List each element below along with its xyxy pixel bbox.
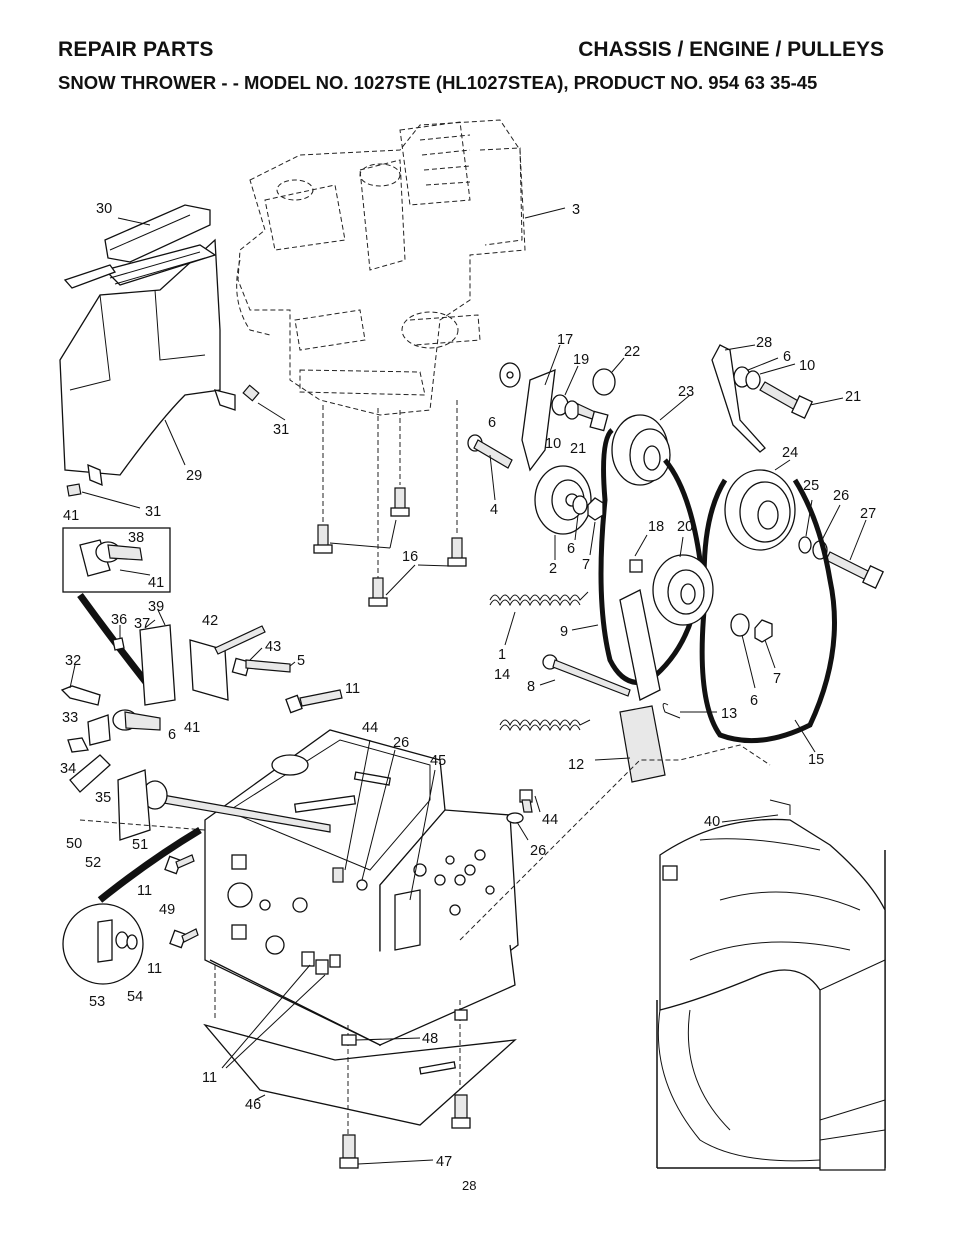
callout-6-left: 6 [488,415,496,431]
callout-8: 8 [527,679,535,695]
callout-26-right: 26 [530,843,546,859]
callout-18: 18 [648,519,664,535]
callout-39: 39 [148,599,164,615]
callout-41-a: 41 [63,508,79,524]
callout-47: 47 [436,1154,452,1170]
callout-46: 46 [245,1097,261,1113]
callout-labels: 30 3 17 19 22 28 6 10 21 23 6 10 21 31 2… [60,201,876,1170]
callout-24: 24 [782,445,798,461]
inset-detail-bottom [62,903,144,985]
callout-30: 30 [96,201,112,217]
callout-54: 54 [127,989,143,1005]
callout-28: 28 [756,335,772,351]
chassis-frame [204,729,519,1047]
callout-7-mid: 7 [582,557,590,573]
callout-16: 16 [402,549,418,565]
callout-41-c: 41 [184,720,200,736]
callout-45: 45 [430,753,446,769]
page-number: 28 [462,1178,477,1193]
callout-44-right: 44 [542,812,558,828]
callout-5: 5 [297,653,305,669]
callout-7-right: 7 [773,671,781,687]
cover-handle [63,204,211,289]
engine-outline [236,119,526,416]
callout-6-mid: 6 [567,541,575,557]
engine-pulley [611,414,671,486]
callout-9: 9 [560,624,568,640]
callout-11-d: 11 [202,1070,217,1086]
callout-42: 42 [202,613,218,629]
page-title: REPAIR PARTS [58,38,214,61]
callout-35: 35 [95,790,111,806]
callout-26-top: 26 [833,488,849,504]
callout-32: 32 [65,653,81,669]
spring-upper [489,591,589,602]
callout-44-chassis: 44 [362,720,378,736]
callout-22: 22 [624,344,640,360]
callout-6-top: 6 [783,349,791,365]
callout-36: 36 [111,612,127,628]
callout-21-right: 21 [845,389,861,405]
callout-12: 12 [568,757,584,773]
callout-11-a: 11 [345,681,360,697]
model-subtitle: SNOW THROWER - - MODEL NO. 1027STE (HL10… [58,72,818,93]
callout-10-left: 10 [545,436,561,452]
callout-17: 17 [557,332,573,348]
callout-11-c: 11 [147,961,162,977]
callout-31-bottom: 31 [145,504,161,520]
callout-14: 14 [494,667,510,683]
drive-belt [598,428,703,685]
callout-43: 43 [265,639,281,655]
callout-33: 33 [62,710,78,726]
callout-51: 51 [132,837,148,853]
auger-housing [656,799,886,1171]
callout-37: 37 [134,616,150,632]
callout-20: 20 [677,519,693,535]
idler-arm [619,554,714,783]
auger-pulley [724,469,796,551]
callout-40: 40 [704,814,720,830]
callout-48: 48 [422,1031,438,1047]
callout-10-top: 10 [799,358,815,374]
callout-25: 25 [803,478,819,494]
callout-15: 15 [808,752,824,768]
belt-cover [59,238,236,487]
section-title: CHASSIS / ENGINE / PULLEYS [578,38,884,61]
callout-3: 3 [572,202,580,218]
callout-1: 1 [498,647,506,663]
engine-bolts [313,487,467,607]
callout-19: 19 [573,352,589,368]
callout-23: 23 [678,384,694,400]
callout-34: 34 [60,761,76,777]
callout-31-top: 31 [273,422,289,438]
callout-27: 27 [860,506,876,522]
shift-linkage [60,624,229,793]
callout-21-left: 21 [570,441,586,457]
callout-11-b: 11 [137,883,152,899]
callout-50: 50 [66,836,82,852]
callout-2: 2 [549,561,557,577]
callout-52: 52 [85,855,101,871]
callout-26-chassis: 26 [393,735,409,751]
callout-6-right: 6 [750,693,758,709]
spring-lower [499,719,591,727]
callout-13: 13 [721,706,737,722]
callout-49: 49 [159,902,175,918]
callout-38: 38 [128,530,144,546]
inset-detail-top [62,527,171,593]
callout-29: 29 [186,468,202,484]
callout-4: 4 [490,502,498,518]
skid-plate [203,1023,517,1126]
callout-53: 53 [89,994,105,1010]
callout-6-linkage: 6 [168,727,176,743]
callout-41-b: 41 [148,575,164,591]
